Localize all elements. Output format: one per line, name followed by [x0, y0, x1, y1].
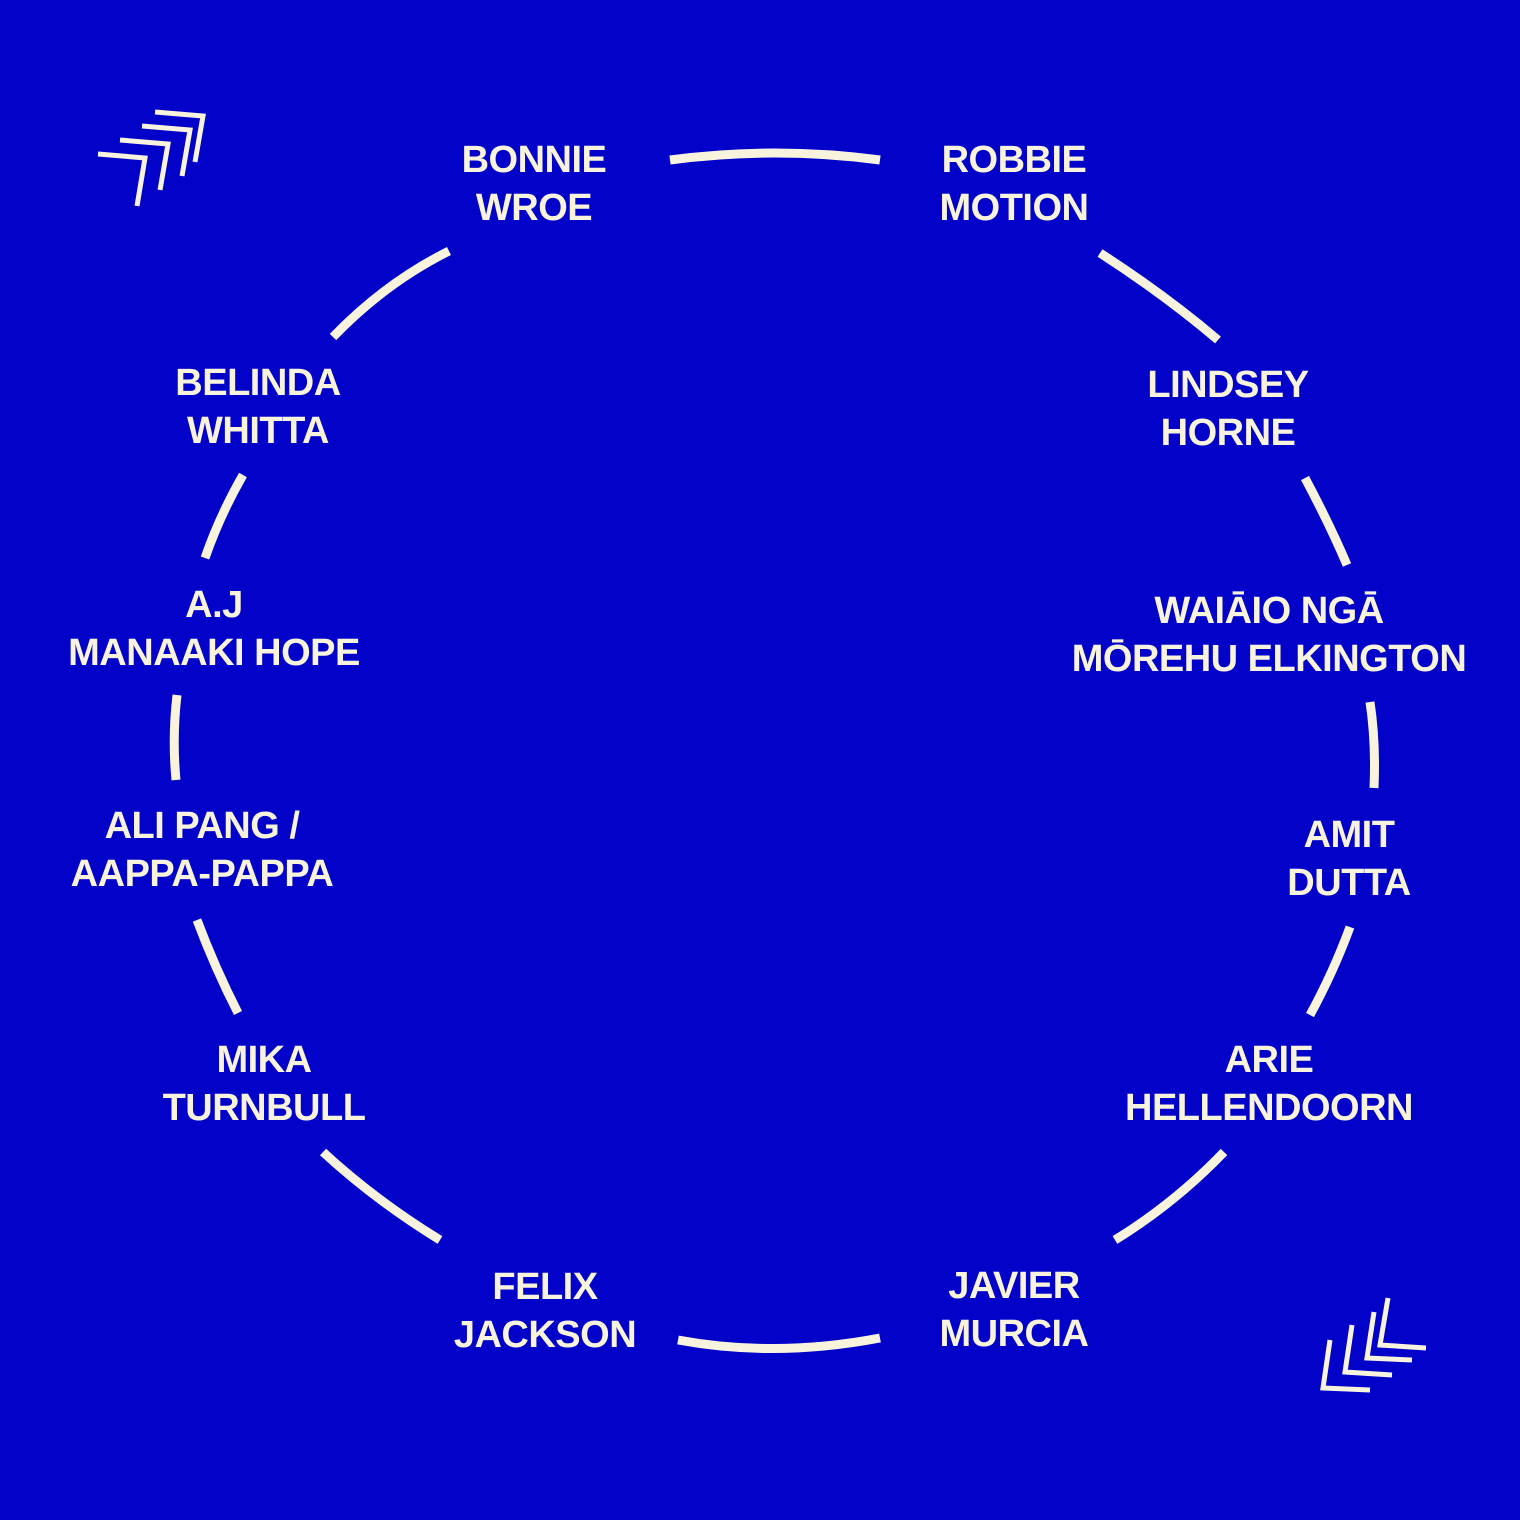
name-line1: BELINDA [175, 362, 341, 404]
name-line1: A.J [185, 584, 243, 626]
ring-arc-top-right [1097, 249, 1221, 344]
triple-chevron-down-left-icon [1320, 1297, 1427, 1393]
ring-arc-left-upper [200, 472, 247, 560]
name-line1: MIKA [216, 1039, 312, 1081]
name-line1: ALI PANG / [104, 805, 300, 847]
name-line2: TURNBULL [162, 1087, 366, 1129]
name-line1: ARIE [1224, 1039, 1314, 1081]
name-line1: BONNIE [461, 139, 607, 181]
name-line1: JAVIER [948, 1265, 1080, 1307]
ring-arc-top-left [329, 246, 452, 341]
name-line2: MOTION [939, 187, 1089, 229]
name-line2: WROE [475, 187, 593, 229]
ring-arc-right-upper [1301, 475, 1352, 567]
name-line1: ROBBIE [941, 139, 1087, 181]
name-amit-dutta: AMIT DUTTA [1287, 811, 1411, 907]
name-line2: DUTTA [1287, 862, 1411, 904]
name-line2: WHITTA [187, 410, 329, 452]
ring-arc-bottom-left [319, 1148, 443, 1244]
name-arie-hellendoorn: ARIE HELLENDOORN [1125, 1036, 1413, 1132]
name-mika-turnbull: MIKA TURNBULL [163, 1036, 366, 1132]
name-bonnie-wroe: BONNIE WROE [462, 136, 607, 232]
name-line1: AMIT [1303, 814, 1395, 856]
ring-arc-bottom-right [1112, 1148, 1228, 1244]
ring-arc-left [169, 694, 182, 781]
name-robbie-motion: ROBBIE MOTION [940, 136, 1089, 232]
name-line1: FELIX [492, 1266, 598, 1308]
ring-arc-left-lower [192, 918, 243, 1016]
name-waiaio-nga-morehu-elkington: WAIĀIO NGĀ MŌREHU ELKINGTON [1072, 587, 1467, 683]
name-line2: AAPPA-PAPPA [70, 853, 334, 895]
name-aj-manaaki-hope: A.J MANAAKI HOPE [68, 581, 360, 677]
name-line2: JACKSON [453, 1314, 637, 1356]
name-belinda-whitta: BELINDA WHITTA [175, 359, 341, 455]
name-line2: MURCIA [939, 1313, 1089, 1355]
name-ali-pang-aappa-pappa: ALI PANG / AAPPA-PAPPA [71, 802, 334, 898]
name-line1: LINDSEY [1147, 364, 1309, 406]
ring-arc-right [1365, 701, 1379, 789]
name-line2: HELLENDOORN [1125, 1087, 1413, 1129]
name-line1: WAIĀIO NGĀ [1154, 590, 1384, 632]
ring-arc-top [669, 148, 881, 165]
name-line2: MŌREHU ELKINGTON [1071, 638, 1467, 680]
name-line2: MANAAKI HOPE [68, 632, 360, 674]
triple-chevron-up-right-icon [97, 109, 206, 207]
ring-arc-bottom [677, 1333, 881, 1354]
name-felix-jackson: FELIX JACKSON [453, 1263, 637, 1359]
ring-arc-right-lower [1306, 925, 1355, 1018]
name-lindsey-horne: LINDSEY HORNE [1147, 361, 1309, 457]
name-line2: HORNE [1160, 412, 1296, 454]
name-javier-murcia: JAVIER MURCIA [940, 1262, 1089, 1358]
